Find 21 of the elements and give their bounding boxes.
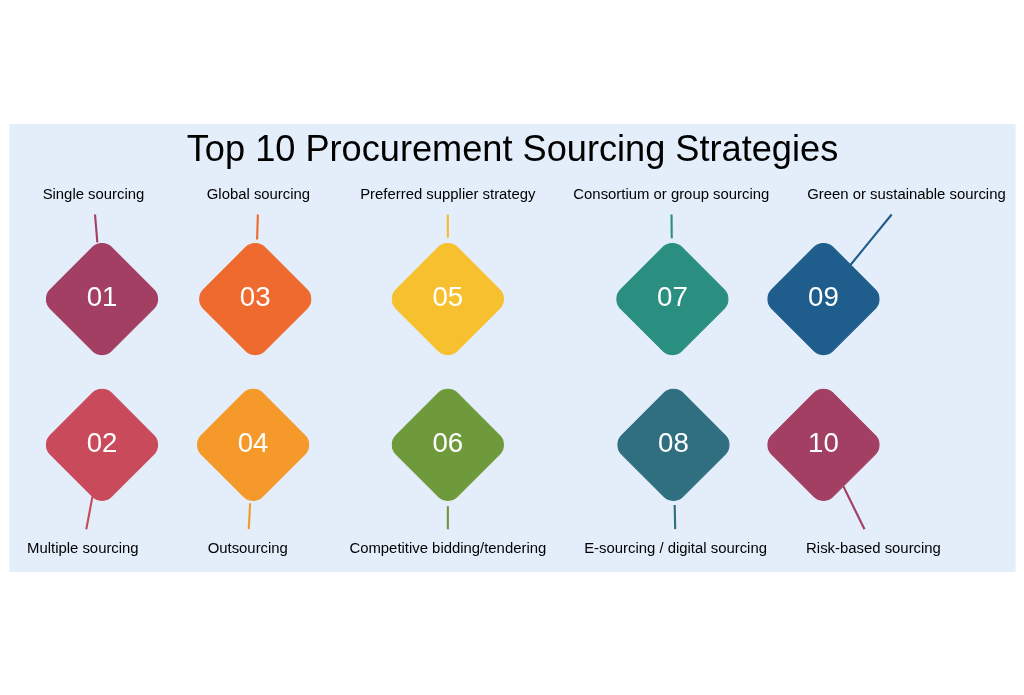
node-text: Green or sustainable sourcing	[806, 185, 1006, 202]
connector	[446, 214, 449, 238]
node-text: Single sourcing	[42, 185, 144, 202]
connector	[669, 214, 673, 238]
node-text: Global sourcing	[206, 185, 310, 202]
node-text: Outsourcing	[207, 539, 288, 556]
node-text: Consortium or group sourcing	[572, 185, 769, 202]
node-text: Risk-based sourcing	[805, 539, 941, 556]
connector	[84, 496, 93, 530]
node-text: E-sourcing / digital sourcing	[583, 539, 767, 556]
connector	[841, 485, 865, 530]
node-text: Multiple sourcing	[26, 539, 139, 556]
connector	[446, 505, 449, 529]
node-text: Competitive bidding/tendering	[348, 539, 546, 556]
connector	[673, 504, 676, 529]
diagram-title: Top 10 Procurement Sourcing Strategies	[186, 127, 838, 169]
connector	[849, 213, 892, 265]
node-text: Preferred supplier strategy	[359, 185, 535, 202]
connector	[247, 502, 251, 529]
connector	[255, 214, 259, 239]
connector	[93, 213, 98, 243]
